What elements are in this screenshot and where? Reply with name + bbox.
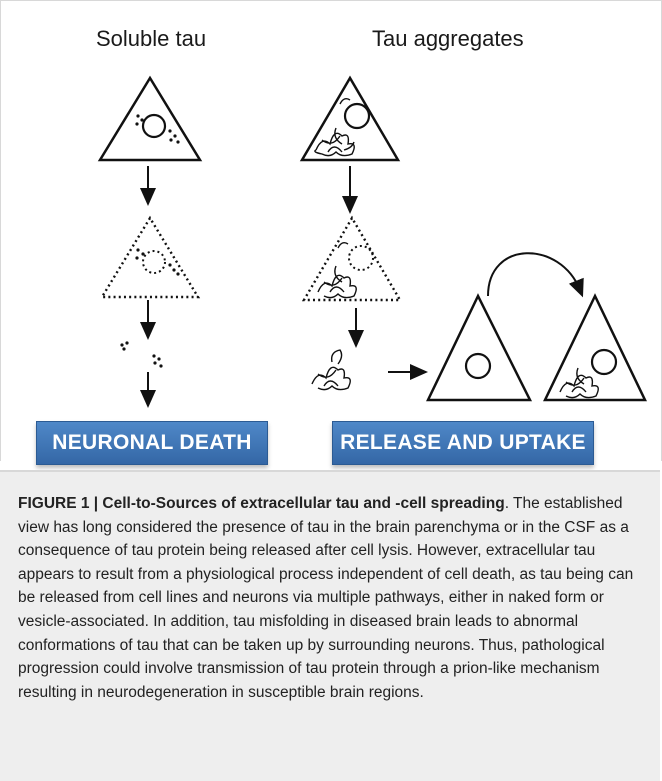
caption-box: FIGURE 1 | Cell-to-Sources of extracellu… xyxy=(0,470,660,781)
figure-caption: FIGURE 1 | Cell-to-Sources of extracellu… xyxy=(18,492,646,704)
seeded-neuron xyxy=(543,293,647,402)
caption-text: . The established view has long consider… xyxy=(18,495,634,701)
caption-label: FIGURE 1 | Cell-to-Sources of extracellu… xyxy=(18,495,505,512)
dying-aggregate-neuron xyxy=(301,215,403,302)
released-soluble-tau xyxy=(120,341,163,368)
dying-neuron xyxy=(99,215,201,299)
neuronal-death-label: NEURONAL DEATH xyxy=(36,421,268,465)
tau-diagram xyxy=(97,75,647,408)
soluble-tau-title: Soluble tau xyxy=(96,26,207,51)
soluble-tau-neuron xyxy=(97,75,203,162)
released-tau-aggregate xyxy=(311,349,351,391)
release-and-uptake-label: RELEASE AND UPTAKE xyxy=(332,421,594,465)
tau-aggregates-title: Tau aggregates xyxy=(372,26,524,51)
recipient-neuron xyxy=(426,293,533,402)
arrow-curved-spread xyxy=(487,252,584,298)
aggregate-neuron xyxy=(299,75,401,162)
